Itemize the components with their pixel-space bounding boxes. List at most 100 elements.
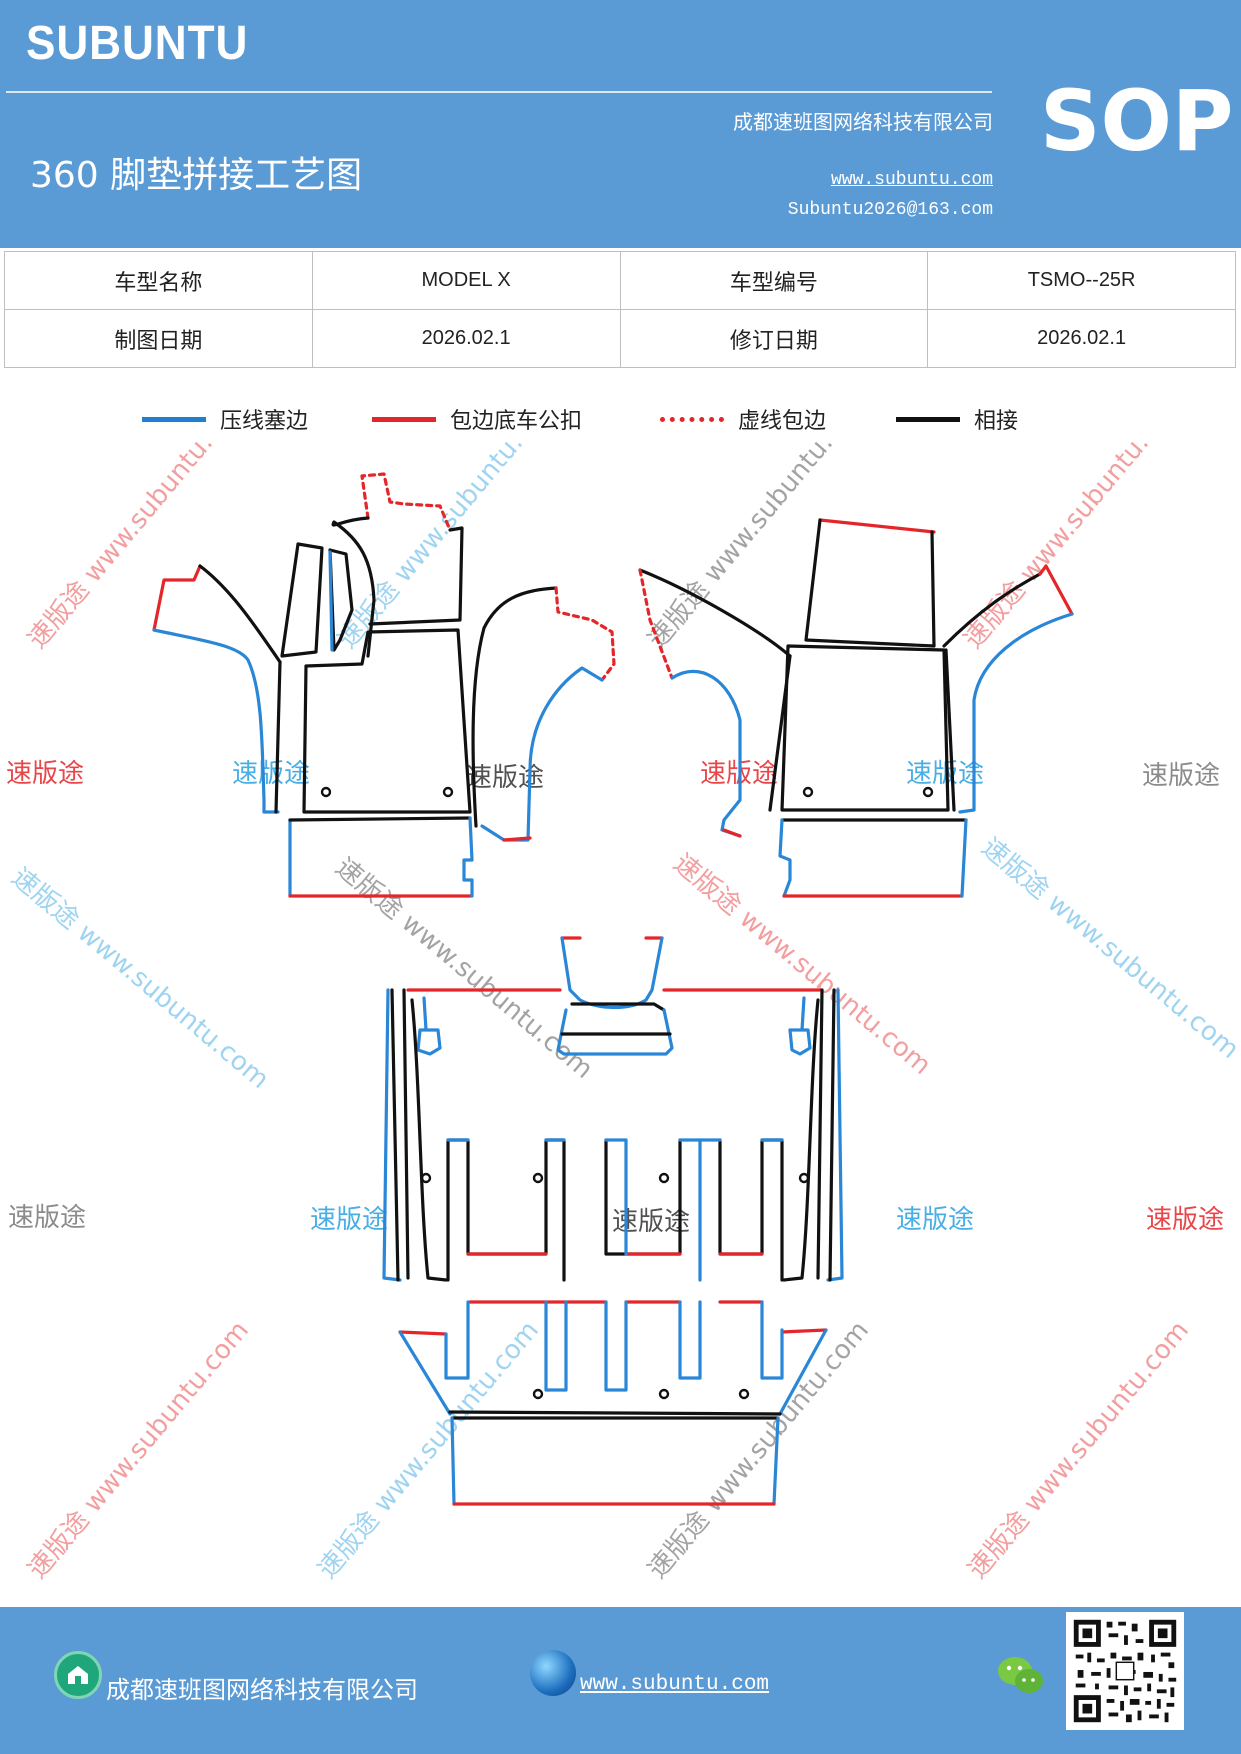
- legend-swatch: [372, 416, 436, 422]
- watermark-text: 速版途 www.subuntu.com: [958, 440, 1190, 654]
- revise-date-value: 2026.02.1: [927, 309, 1236, 368]
- main-mat: [780, 644, 950, 812]
- legend-joint: 相接: [896, 402, 1018, 436]
- legend-red-edge: 包边底车公扣: [372, 402, 582, 436]
- right-outer-strip: [816, 988, 836, 1282]
- left-side-flap-black: [198, 564, 282, 664]
- mounting-hole: [738, 1388, 750, 1400]
- watermark-text: 速版途: [612, 1207, 690, 1237]
- header-email: Subuntu2026@163.com: [787, 200, 993, 220]
- left-flap-blue: [670, 669, 742, 838]
- right-outer-strip-blue: [826, 988, 844, 1282]
- hump-lower-blue: [556, 1008, 674, 1056]
- mounting-hole: [320, 786, 332, 798]
- right-inner-edge: [782, 998, 820, 1282]
- mounting-hole: [442, 786, 454, 798]
- legend-label: 相接: [974, 409, 1019, 434]
- table-row: 车型名称 MODEL X 车型编号 TSMO--25R: [4, 251, 1236, 310]
- watermark-brand: 速版途: [330, 852, 409, 925]
- watermark-brand: 速版途: [6, 862, 85, 935]
- footer-website-link[interactable]: www.subuntu.com: [580, 1673, 770, 1696]
- draw-date-label: 制图日期: [4, 309, 313, 368]
- right-flap-blue: [480, 666, 604, 842]
- left-flap-dotted: [638, 568, 674, 680]
- watermark-text: 速版途: [232, 759, 310, 789]
- legend-dotted-edge: 虚线包边: [660, 402, 826, 436]
- revise-date-label: 修订日期: [619, 309, 929, 368]
- watermark-url: www.subuntu.com: [1014, 440, 1191, 588]
- watermark-text: 速版途: [310, 1205, 388, 1235]
- watermark-brand: 速版途: [976, 832, 1055, 905]
- top-pad-red: [818, 518, 936, 534]
- model-name-label: 车型名称: [4, 251, 313, 310]
- watermark-brand: 速版途: [22, 1505, 95, 1584]
- watermark-url: www.subuntu.com: [698, 440, 875, 588]
- right-flap-red: [502, 836, 532, 842]
- pedal-strip-blue: [328, 550, 334, 652]
- model-info-table: 车型名称 MODEL X 车型编号 TSMO--25R 制图日期 2026.02…: [4, 251, 1236, 368]
- mounting-hole: [532, 1388, 544, 1400]
- right-flap-red: [1038, 564, 1074, 616]
- heel-pad-right: [960, 818, 968, 898]
- pedal-strip: [280, 542, 324, 658]
- heel-pad-right: [462, 816, 474, 898]
- right-hook: [788, 996, 812, 1056]
- watermark-text: 速版途: [466, 763, 544, 793]
- watermark-brand: 速版途: [642, 1505, 715, 1584]
- home-icon: [54, 1651, 102, 1699]
- lower-section-black: [448, 1410, 782, 1416]
- footer-company-name: 成都速班图网络科技有限公司: [106, 1676, 418, 1704]
- table-row: 制图日期 2026.02.1 修订日期 2026.02.1: [4, 309, 1236, 368]
- right-flap-black: [471, 586, 558, 828]
- watermark-url: www.subuntu.com: [72, 918, 275, 1095]
- mounting-hole: [420, 1172, 432, 1184]
- header-website-link[interactable]: www.subuntu.com: [830, 170, 993, 190]
- watermark-text: 速版途: [8, 1203, 86, 1233]
- watermark-brand: 速版途: [22, 575, 95, 654]
- model-code-label: 车型编号: [619, 251, 929, 310]
- right-strip: [944, 648, 956, 812]
- trunk-sides: [450, 1416, 780, 1506]
- left-flap-red: [722, 828, 742, 838]
- model-name-value: MODEL X: [311, 251, 621, 310]
- pedal-strip: [328, 548, 354, 652]
- brand-logo: SUBUNTU: [26, 17, 249, 70]
- mounting-hole: [802, 786, 814, 798]
- watermark-text: 速版途 www.subuntu.com: [22, 1316, 254, 1585]
- legend-swatch: [896, 416, 960, 422]
- heel-pad-top: [288, 816, 472, 822]
- legend-label: 虚线包边: [738, 409, 827, 434]
- watermark-text: 速版途 www.subuntu.com: [962, 1316, 1194, 1585]
- left-side-flap-red: [152, 564, 202, 632]
- watermark-url: www.subuntu.com: [1018, 1316, 1195, 1519]
- seat-tab: [446, 1138, 566, 1282]
- watermark-brand: 速版途: [312, 1505, 385, 1584]
- mounting-hole: [922, 786, 934, 798]
- document-title: 360 脚垫拼接工艺图: [30, 155, 363, 196]
- top-pad: [804, 518, 936, 648]
- lower-section-red: [398, 1300, 828, 1336]
- left-flap-black: [638, 568, 792, 658]
- lower-section-blue: [398, 1300, 828, 1416]
- watermark-text: 速版途 www.subuntu.com: [22, 440, 254, 654]
- main-mat: [302, 628, 472, 814]
- right-front-mat: [638, 518, 1074, 898]
- tunnel-dotted-edge: [360, 472, 452, 532]
- watermark-text: 速版途: [906, 759, 984, 789]
- header-banner: SUBUNTU 360 脚垫拼接工艺图 成都速班图网络科技有限公司 www.su…: [0, 0, 1241, 248]
- left-hook: [416, 996, 442, 1056]
- watermark-text: 速版途: [896, 1205, 974, 1235]
- watermark-text: 速版途 www.subuntu.com: [6, 862, 275, 1094]
- watermark-text: 速版途 www.subuntu.com: [642, 440, 874, 654]
- mounting-hole: [658, 1388, 670, 1400]
- legend-label: 包边底车公扣: [450, 409, 583, 434]
- tunnel-right: [368, 526, 464, 626]
- watermark-brand: 速版途: [668, 848, 747, 921]
- watermark-text: 速版途 www.subuntu.com: [976, 832, 1241, 1064]
- legend-label: 压线塞边: [220, 409, 309, 434]
- watermark-text: 速版途 www.subuntu.com: [668, 848, 937, 1080]
- legend-swatch: [660, 416, 724, 422]
- left-side-flap-blue: [152, 628, 280, 814]
- hump-black: [570, 1002, 666, 1012]
- watermark-brand: 速版途: [962, 1505, 1035, 1584]
